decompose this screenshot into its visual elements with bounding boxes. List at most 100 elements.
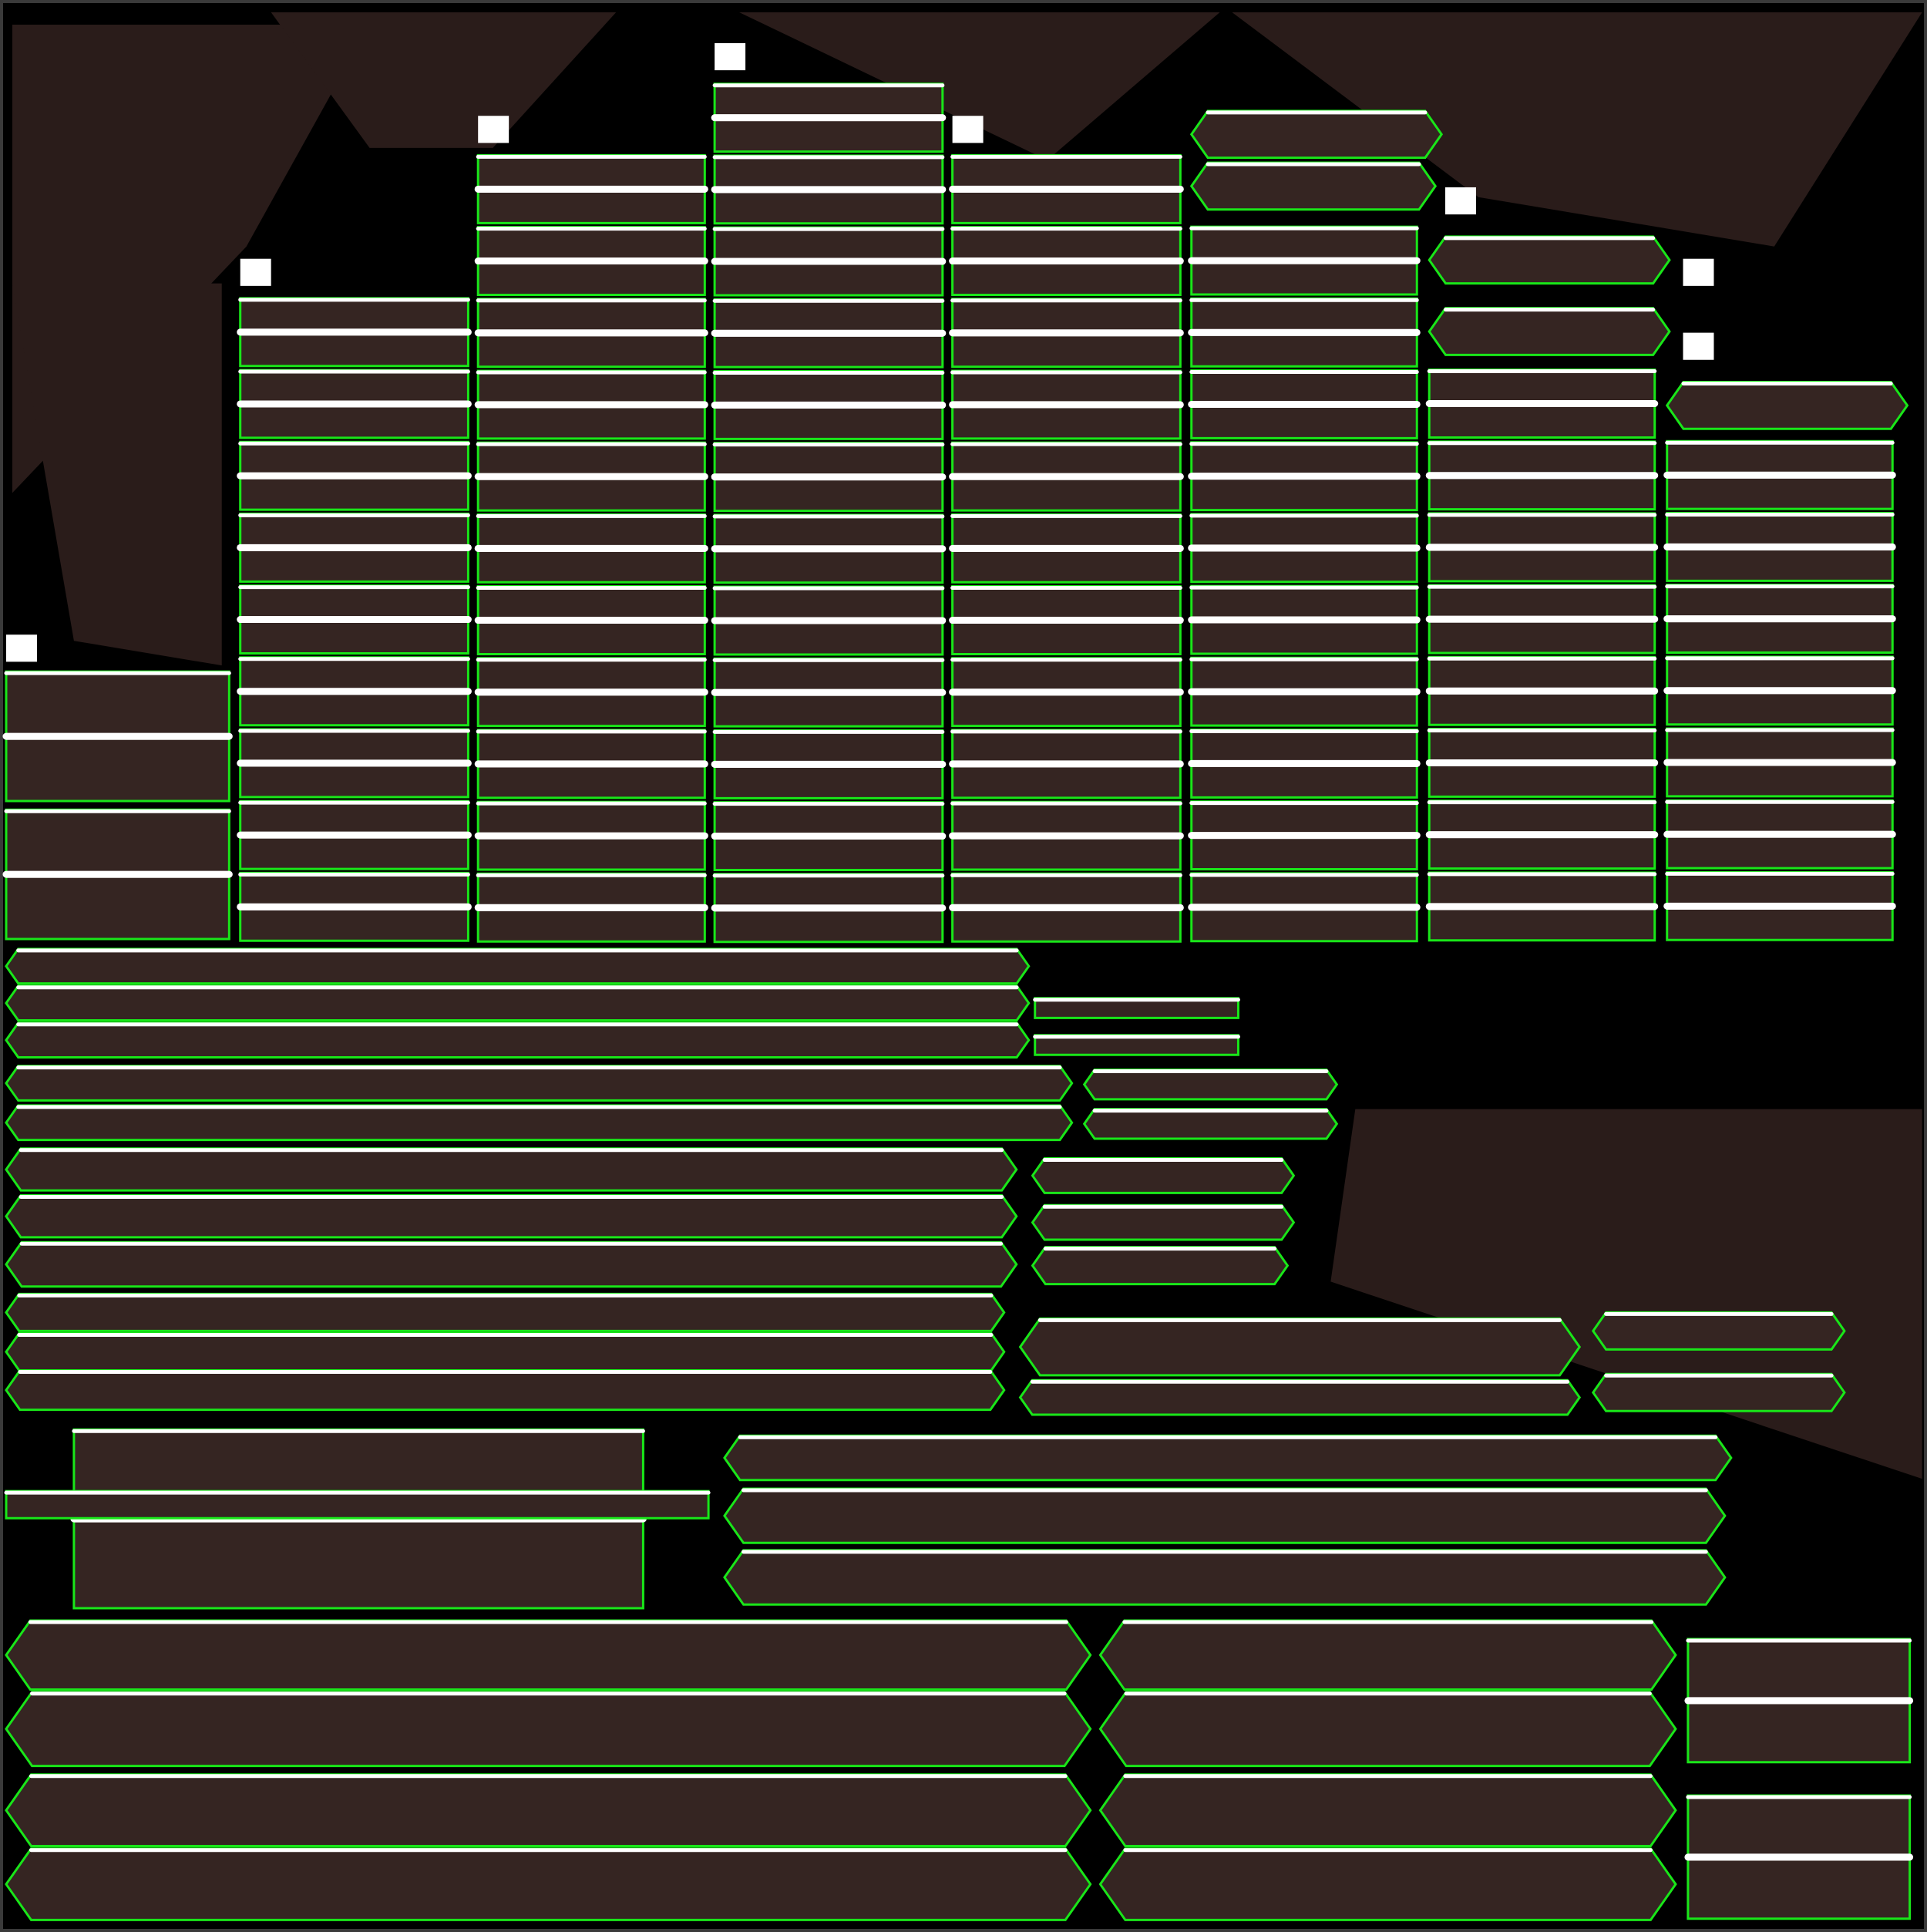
shadow-region — [1232, 12, 1922, 247]
uv-plank — [951, 369, 1182, 406]
uv-plank — [1098, 1691, 1677, 1768]
uv-plank — [1190, 584, 1418, 621]
uv-plank — [713, 369, 944, 406]
uv-plank — [239, 728, 469, 765]
uv-plank — [1666, 904, 1894, 941]
uv-plank — [5, 1691, 1092, 1768]
uv-plank — [476, 906, 706, 943]
uv-plank — [1428, 512, 1656, 549]
uv-plank — [1428, 474, 1656, 511]
uv-plank — [1428, 871, 1656, 908]
uv-plank — [5, 1240, 1018, 1288]
uv-plank — [713, 585, 944, 622]
uv-plank — [476, 657, 706, 694]
uv-plank — [1666, 511, 1894, 548]
uv-plank — [951, 619, 1182, 655]
uv-plank — [1591, 1372, 1846, 1412]
uv-plank — [1666, 870, 1894, 907]
uv-plank — [1428, 369, 1656, 405]
uv-plank — [476, 585, 706, 622]
uv-plank — [713, 547, 944, 584]
uv-plank — [1428, 727, 1656, 764]
uv-plank — [713, 657, 944, 694]
uv-plank — [1189, 109, 1444, 160]
uv-plank — [713, 403, 944, 440]
uv-plank — [1428, 905, 1656, 942]
uv-plank — [1666, 618, 1894, 655]
uv-plank — [723, 1549, 1727, 1606]
uv-plank — [713, 298, 944, 335]
uv-plank — [239, 474, 469, 511]
uv-plank — [476, 762, 706, 799]
uv-plank — [476, 187, 706, 224]
uv-plank — [1098, 1847, 1677, 1921]
uv-plank — [1189, 161, 1438, 211]
uv-plank — [72, 1517, 644, 1610]
uv-plank — [1190, 800, 1418, 837]
uv-plank — [713, 476, 944, 513]
uv-plank — [951, 403, 1182, 440]
uv-plank — [476, 298, 706, 335]
uv-plank — [1031, 1246, 1290, 1286]
uv-plank — [713, 762, 944, 799]
uv-plank — [1666, 584, 1894, 621]
uv-plank — [476, 260, 706, 297]
uv-plank — [476, 547, 706, 584]
uv-plank — [1428, 689, 1656, 726]
uv-plank — [239, 833, 469, 870]
uv-plank — [951, 762, 1182, 799]
uv-plank — [1190, 872, 1418, 909]
uv-plank — [5, 1368, 1006, 1412]
uv-plank — [239, 905, 469, 942]
uv-plank — [1666, 473, 1894, 510]
uv-plank — [713, 619, 944, 656]
uv-plank — [476, 872, 706, 909]
uv-plank — [951, 800, 1182, 837]
uv-plank — [713, 873, 944, 910]
uv-plank — [1190, 259, 1418, 296]
uv-plank — [1666, 799, 1894, 836]
uv-plank — [1666, 727, 1894, 764]
uv-plank — [1428, 235, 1671, 285]
uv-plank — [476, 834, 706, 871]
uv-plank — [1190, 513, 1418, 550]
uv-plank — [951, 441, 1182, 478]
uv-plank — [951, 260, 1182, 297]
uv-plank — [951, 872, 1182, 909]
uv-plank — [951, 906, 1182, 943]
uv-plank — [5, 1022, 1031, 1059]
uv-plank — [1190, 618, 1418, 655]
uv-plank — [1190, 225, 1418, 262]
uv-plank — [951, 585, 1182, 622]
uv-plank — [1031, 1157, 1296, 1194]
uv-plank — [951, 187, 1182, 224]
uv-plank — [951, 691, 1182, 728]
shadow-region — [271, 12, 617, 148]
uv-plank — [239, 871, 469, 908]
uv-plank — [713, 116, 944, 153]
uv-plank — [951, 834, 1182, 871]
uv-plank — [1190, 402, 1418, 439]
uv-plank — [951, 475, 1182, 512]
shadow-region — [739, 12, 1220, 160]
uv-plank — [713, 513, 944, 550]
uv-plank — [951, 513, 1182, 550]
uv-plank — [951, 298, 1182, 335]
uv-plank — [239, 656, 469, 693]
uv-plank — [5, 1065, 1074, 1102]
uv-plank — [951, 729, 1182, 766]
uv-plank — [1666, 689, 1894, 726]
uv-plank — [713, 801, 944, 838]
uv-plank — [1190, 728, 1418, 765]
uv-plank — [1190, 297, 1418, 334]
uv-plank — [1428, 584, 1656, 621]
uv-plank — [476, 369, 706, 406]
uv-plank — [239, 799, 469, 836]
uv-plank — [1190, 834, 1418, 871]
uv-plank — [713, 82, 944, 119]
uv-marker — [715, 42, 746, 71]
uv-plank — [1428, 833, 1656, 870]
uv-plank — [5, 808, 230, 876]
uv-plank — [476, 153, 706, 190]
uv-plank — [1687, 1794, 1912, 1859]
